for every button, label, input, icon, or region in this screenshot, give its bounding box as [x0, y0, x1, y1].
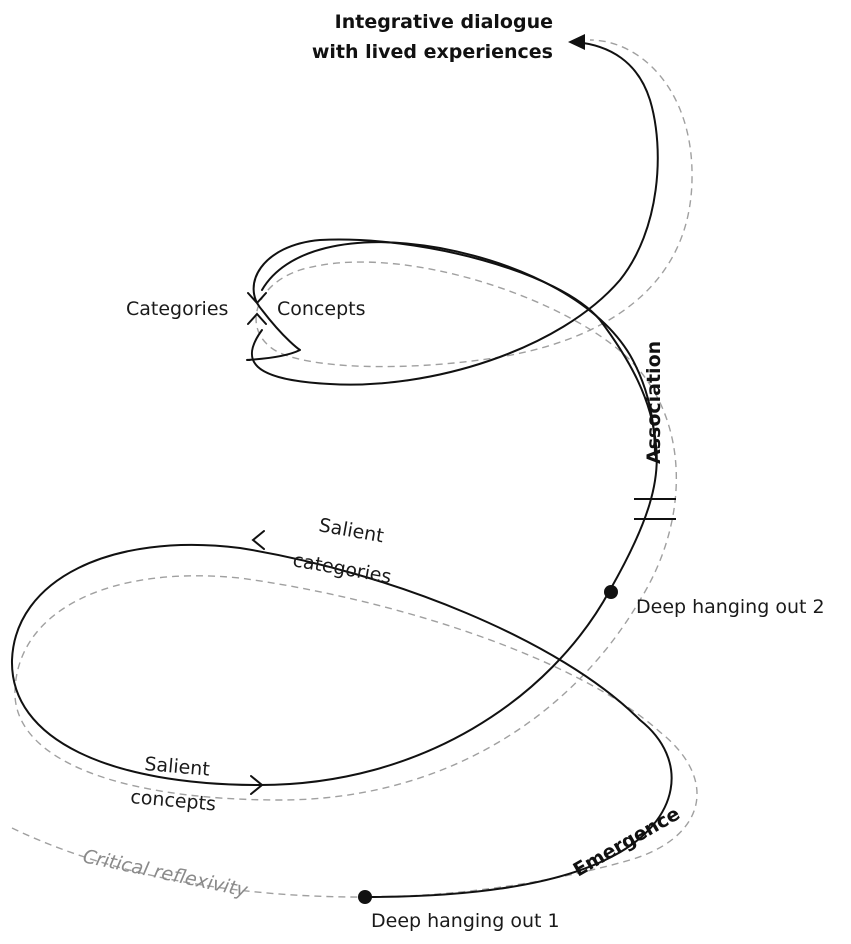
salient-categories-label-2: categories: [291, 549, 393, 588]
deep-hanging-out-1-dot: [358, 890, 372, 904]
association-label: Association: [643, 341, 665, 464]
title-line-1: Integrative dialogue: [335, 11, 553, 33]
critical-reflexivity-path: [11, 39, 698, 898]
concepts-arrowhead-icon: [247, 312, 267, 325]
top-arrowhead-icon: [568, 34, 585, 50]
emergence-label: Emergence: [570, 803, 684, 882]
title-line-2: with lived experiences: [312, 41, 553, 63]
deep-hanging-out-2-label: Deep hanging out 2: [636, 596, 825, 618]
salient-concepts-label-2: concepts: [130, 786, 217, 815]
categories-arrowhead-icon: [247, 292, 267, 305]
upper-loop-path: [251, 41, 659, 386]
categories-label: Categories: [126, 298, 228, 320]
salient-categories-arrowhead-icon: [251, 530, 265, 550]
salient-categories-label-1: Salient: [317, 514, 385, 547]
salient-concepts-arrowhead-icon: [250, 775, 264, 795]
main-process-path: [10, 238, 673, 898]
deep-hanging-out-1-label: Deep hanging out 1: [371, 910, 560, 932]
concepts-label: Concepts: [277, 298, 365, 320]
upper-loop-top-path: [261, 241, 656, 456]
critical-reflexivity-label: Critical reflexivity: [81, 845, 250, 902]
deep-hanging-out-2-dot: [604, 585, 618, 599]
